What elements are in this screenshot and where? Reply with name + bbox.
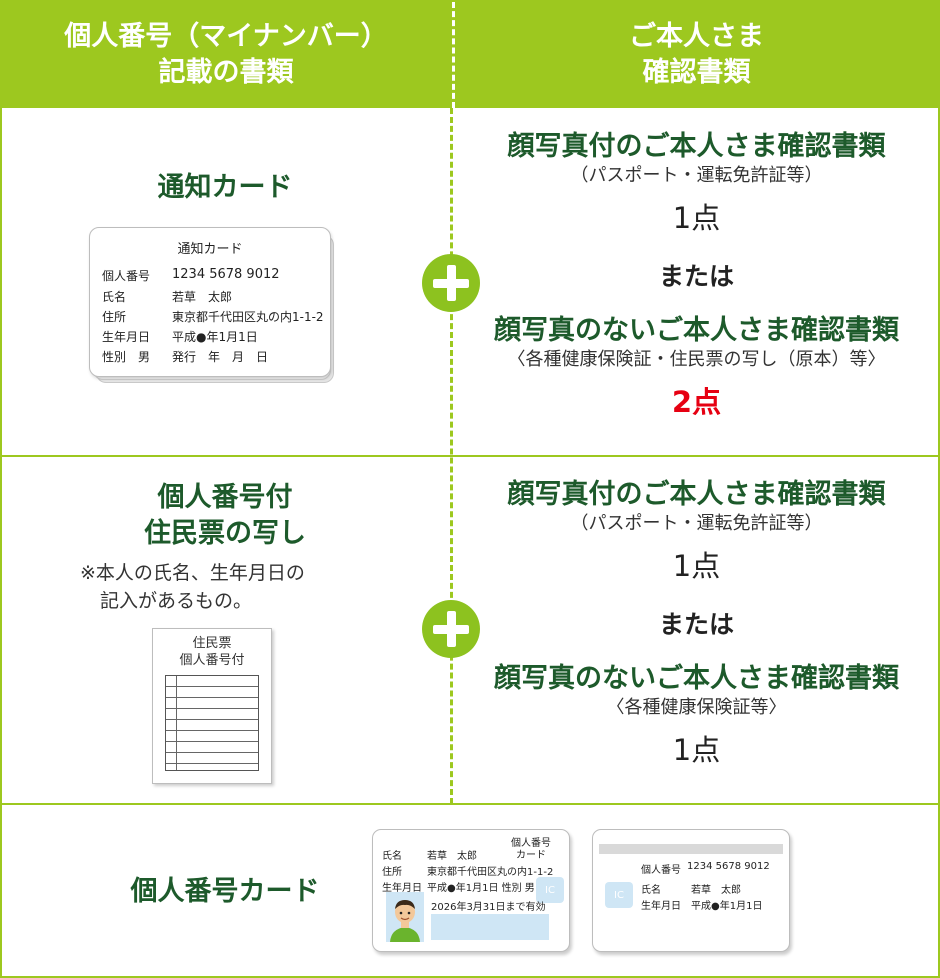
card-field-key: 個人番号 [102, 269, 151, 283]
non-photo-id-points: 1点 [672, 733, 721, 767]
header-left: 個人番号（マイナンバー） 記載の書類 [2, 2, 450, 108]
card-label: 住所 [382, 867, 402, 878]
card-value: 若草 太郎 [691, 885, 741, 896]
photo-id-title: 顔写真付のご本人さま確認書類 [507, 479, 886, 510]
card-blue-area [431, 914, 549, 940]
card-field-value: 発行 年 月 日 [172, 350, 269, 364]
row2-requirements: 顔写真付のご本人さま確認書類 （パスポート・運転免許証等） 1点 または 顔写真… [455, 478, 938, 768]
card-field-value: 若草 太郎 [172, 290, 233, 304]
card-stripe [599, 844, 783, 854]
card-field-value: 東京都千代田区丸の内1-1-2 [172, 310, 324, 324]
row1-requirements: 顔写真付のご本人さま確認書類 （パスポート・運転免許証等） 1点 または 顔写真… [455, 130, 938, 420]
row1-title: 通知カード [157, 172, 293, 203]
card-field-key: 生年月日 [102, 330, 151, 344]
photo-id-points: 1点 [672, 201, 721, 235]
row2-title-line1: 個人番号付 [157, 482, 293, 513]
header-left-line2: 記載の書類 [158, 57, 294, 88]
non-photo-id-points: 2点 [671, 385, 722, 419]
notification-card-title: 通知カード [177, 242, 243, 257]
row2-note: ※本人の氏名、生年月日の 記入があるもの。 [80, 559, 305, 615]
note-line2: 記入があるもの。 [100, 590, 253, 612]
non-photo-id-examples: 〈各種健康保険証・住民票の写し（原本）等〉 [507, 349, 886, 370]
table-header: 個人番号（マイナンバー） 記載の書類 ご本人さま 確認書類 [2, 2, 938, 108]
row2-title-line2: 住民票の写し [144, 518, 306, 549]
row-divider-1 [2, 455, 938, 457]
my-number-card-front: 個人番号 カード 氏名 若草 太郎 住所 東京都千代田区丸の内1-1-2 生年月… [372, 829, 570, 952]
card-field-value: 1234 5678 9012 [172, 267, 280, 282]
my-number-card-back: 個人番号 1234 5678 9012 氏名 若草 太郎 生年月日 平成●年1月… [592, 829, 790, 952]
card-field-key: 住所 [102, 310, 127, 324]
card-heading-line1: 個人番号 [511, 838, 551, 849]
card-label: 氏名 [382, 851, 402, 862]
card-field-key: 性別 男 [102, 350, 151, 364]
photo-id-title: 顔写真付のご本人さま確認書類 [507, 131, 886, 162]
photo-id-examples: （パスポート・運転免許証等） [570, 513, 823, 534]
notification-card-image: 通知カード 個人番号 1234 5678 9012 氏名 若草 太郎 住所 東京… [89, 227, 331, 377]
or-label: または [658, 262, 734, 291]
card-value: 1234 5678 9012 [687, 861, 770, 872]
card-field-value: 平成●年1月1日 [172, 330, 258, 344]
photo-id-examples: （パスポート・運転免許証等） [570, 165, 823, 186]
photo-avatar [386, 892, 424, 942]
card-label: 氏名 [641, 885, 661, 896]
header-divider [452, 2, 455, 108]
header-left-line1: 個人番号（マイナンバー） [64, 21, 388, 52]
plus-icon [422, 600, 480, 658]
header-right: ご本人さま 確認書類 [455, 2, 938, 108]
header-right-line1: ご本人さま [629, 21, 764, 52]
card-label: 生年月日 [382, 883, 422, 894]
header-right-line2: 確認書類 [642, 57, 751, 88]
doc-title-line1: 住民票 [192, 636, 232, 651]
card-heading-line2: カード [516, 850, 546, 861]
or-label: または [658, 610, 734, 639]
row3-title: 個人番号カード [130, 876, 320, 907]
doc-title-line2: 個人番号付 [179, 653, 245, 668]
card-field-key: 氏名 [102, 290, 127, 304]
residence-certificate-image: 住民票 個人番号付 [152, 628, 272, 784]
note-line1: ※本人の氏名、生年月日の [80, 562, 305, 584]
ic-chip-icon: IC [605, 882, 633, 908]
card-label: 生年月日 [641, 901, 681, 912]
non-photo-id-title: 顔写真のないご本人さま確認書類 [494, 315, 899, 346]
card-validity: 2026年3月31日まで有効 [431, 902, 546, 913]
doc-table-lines [165, 675, 259, 771]
doc-title: 住民票 個人番号付 [153, 635, 271, 669]
card-value: 平成●年1月1日 性別 男 [427, 883, 535, 894]
non-photo-id-title: 顔写真のないご本人さま確認書類 [494, 663, 899, 694]
row-divider-2 [2, 803, 938, 805]
card-heading: 個人番号 カード [511, 838, 551, 862]
row2-title: 個人番号付 住民票の写し [2, 480, 448, 552]
card-value: 平成●年1月1日 [691, 901, 763, 912]
ic-chip-icon: IC [536, 877, 564, 903]
non-photo-id-examples: 〈各種健康保険証等〉 [606, 697, 787, 718]
card-value: 若草 太郎 [427, 851, 477, 862]
card-label: 個人番号 [641, 865, 681, 876]
person-icon [386, 892, 424, 942]
photo-id-points: 1点 [672, 549, 721, 583]
card-value: 東京都千代田区丸の内1-1-2 [427, 867, 554, 878]
plus-icon [422, 254, 480, 312]
